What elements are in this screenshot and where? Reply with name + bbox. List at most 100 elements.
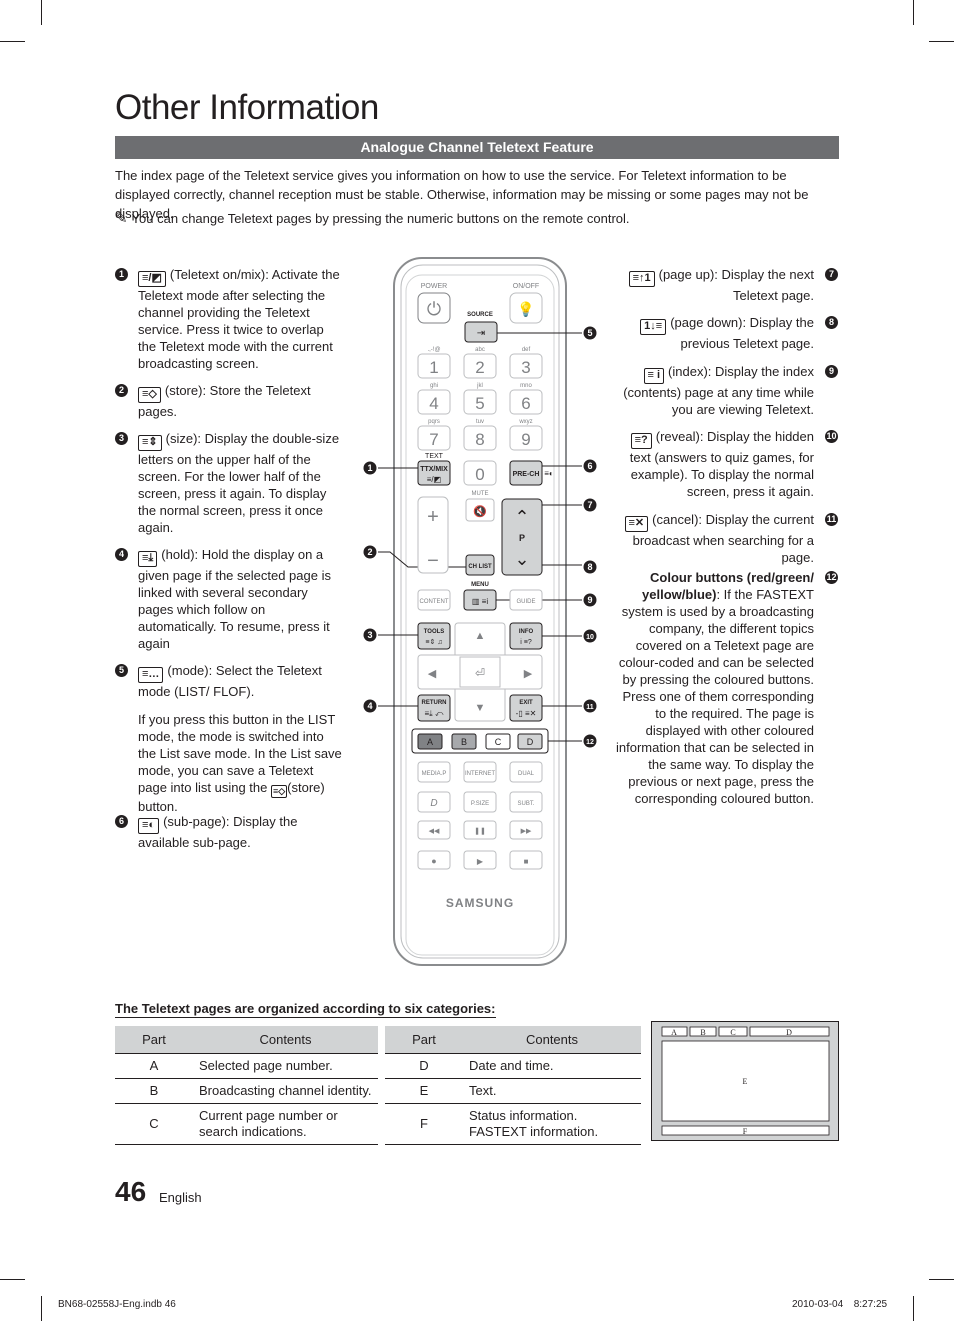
reveal-icon: i ≡? [520,639,532,646]
key-sub: ghi [430,383,438,389]
item-number: 3 [115,432,128,445]
item-reveal: ≡?(reveal): Display the hidden text (ans… [629,429,814,499]
fast-forward-icon: ▶▶ [521,828,532,835]
key-0: 0 [475,465,484,484]
item-index: ≡ i(index): Display the index (contents)… [623,364,814,417]
d-label: D [430,798,437,809]
item-number: 10 [825,430,838,443]
intro-paragraph: The index page of the Teletext service g… [115,168,809,221]
onoff-label: ON/OFF [513,283,539,290]
key-sub: wxyz [518,419,532,425]
mute-label: MUTE [472,491,489,497]
diagram-label-b: B [700,1028,705,1037]
chevron-down-icon: ⌄ [514,549,529,569]
item-number: 4 [115,548,128,561]
callout-12: 12 [586,739,594,746]
diagram-label-f: F [743,1127,748,1136]
page-title: Other Information [115,88,379,127]
crop-mark [0,1279,25,1280]
key-sub: mno [520,383,532,389]
item-size: ≡⇕(size): Display the double-size letter… [138,431,340,535]
source-icon: ⇥ [477,328,485,339]
col-header: Contents [463,1026,641,1054]
crop-mark [0,41,25,42]
col-header: Part [115,1026,193,1054]
page-down-icon: 1↓≡ [640,319,667,335]
plus-icon: + [427,506,439,528]
key-3: 3 [521,358,530,377]
menu-icon: ▥ ≡i [472,597,488,606]
note-text: You can change Teletext pages by pressin… [131,211,630,226]
diagram-label-e: E [743,1077,748,1086]
section-title: Analogue Channel Teletext Feature [115,136,839,159]
cancel-icon: ≡✕ [624,516,649,532]
crop-mark [41,1296,42,1321]
item-mode: ≡…(mode): Select the Teletext mode (LIST… [138,662,344,815]
diagram-label-d: D [786,1028,792,1037]
item-teletext-mix: ≡/◩(Teletext on/mix): Activate the Telet… [138,267,340,371]
item-hold: ≡⤓(hold): Hold the display on a given pa… [138,547,331,651]
crop-mark [929,1279,954,1280]
color-button-a: A [427,737,433,747]
media-p-label: MEDIA.P [422,771,447,777]
item-number: 11 [825,513,838,526]
key-4: 4 [429,394,438,413]
item-number: 9 [825,365,838,378]
text-label: TEXT [425,453,444,460]
subpage-icon: ≡◐ [544,469,554,478]
color-button-b: B [461,737,467,747]
color-button-c: C [495,737,502,747]
play-icon: ▶ [477,857,484,866]
power-label: POWER [421,283,447,290]
bulb-icon: 💡 [517,301,534,318]
diagram-label-a: A [671,1028,677,1037]
p-label: P [519,533,525,543]
teletext-layout-diagram: A B C D E F [651,1021,839,1141]
pause-icon: ❚❚ [474,827,486,835]
item-number: 6 [115,815,128,828]
menu-label: MENU [471,582,489,588]
source-label: SOURCE [467,312,493,318]
ttx-mix-label: TTX/MIX [420,466,448,473]
callout-7: 7 [587,500,592,510]
col-header: Contents [193,1026,378,1054]
crop-mark [913,1296,914,1321]
callout-11: 11 [586,704,594,711]
psize-label: P.SIZE [471,801,489,807]
minus-icon: − [427,550,439,572]
callout-6: 6 [587,461,592,471]
diagram-label-c: C [730,1028,735,1037]
tools-label: TOOLS [424,629,445,635]
crop-mark [929,41,954,42]
item-cancel: ≡✕(cancel): Display the current broadcas… [614,511,814,566]
crop-mark [913,0,914,25]
callout-8: 8 [587,562,592,572]
size-icon: ≡⇕ [138,435,162,451]
item-number: 2 [115,384,128,397]
key-sub: def [522,347,531,353]
arrow-down-icon: ▼ [475,702,486,714]
guide-label: GUIDE [516,599,535,605]
print-date: 2010-03-04 8:27:25 [792,1299,888,1310]
subt-label: SUBT. [517,801,534,807]
key-1: 1 [429,358,438,377]
color-button-d: D [527,737,534,747]
item-number: 7 [825,268,838,281]
stop-icon: ■ [524,857,529,866]
chevron-up-icon: ⌃ [514,507,529,527]
return-label: RETURN [422,700,447,706]
item-number: 5 [115,664,128,677]
callout-5: 5 [587,328,592,338]
power-icon: ⏻ [427,299,441,319]
key-6: 6 [521,394,530,413]
crop-mark [41,0,42,25]
item-store: ≡◇(store): Store the Teletext pages. [138,383,311,419]
key-5: 5 [475,394,484,413]
file-info: BN68-02558J-Eng.indb 46 [58,1299,176,1310]
